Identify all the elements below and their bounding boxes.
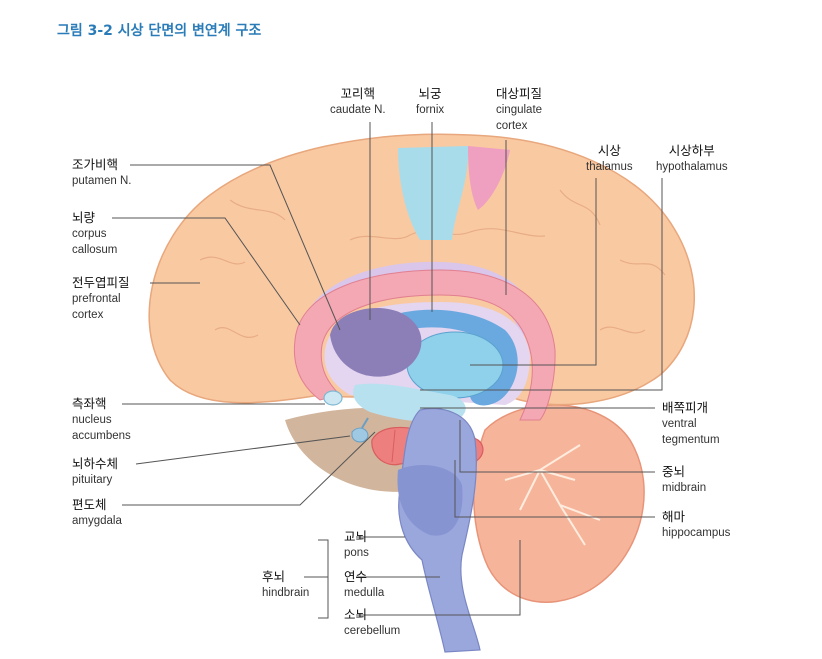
label-hippocampus-en: hippocampus: [662, 527, 731, 539]
label-pituitary-ko: 뇌하수체: [72, 456, 119, 471]
pituitary-shape: [351, 427, 369, 443]
label-medulla: 연수 medulla: [344, 569, 384, 601]
label-midbrain: 중뇌 midbrain: [662, 464, 706, 496]
label-prefrontal-en1: prefrontal: [72, 293, 121, 305]
label-medulla-ko: 연수: [344, 569, 368, 584]
label-hippocampus: 해마 hippocampus: [662, 509, 730, 541]
label-hypothalamus: 시상하부 hypothalamus: [656, 143, 728, 175]
label-putamen-en: putamen N.: [72, 175, 132, 187]
label-fornix-en: fornix: [416, 104, 445, 116]
label-corpus: 뇌량 corpus callosum: [72, 210, 117, 258]
label-putamen-ko: 조가비핵: [72, 157, 119, 172]
label-accumbens-en2: accumbens: [72, 430, 131, 442]
label-thalamus-ko: 시상: [597, 143, 621, 158]
figure-title: 그림 3-2 시상 단면의 변연계 구조: [57, 23, 262, 39]
label-accumbens: 측좌핵 nucleus accumbens: [72, 396, 131, 444]
label-pons-ko: 교뇌: [344, 529, 368, 544]
label-hypothalamus-en: hypothalamus: [656, 161, 728, 173]
label-pons: 교뇌 pons: [344, 529, 369, 561]
label-pons-en: pons: [344, 547, 369, 559]
label-corpus-ko: 뇌량: [72, 210, 96, 225]
label-prefrontal: 전두엽피질 prefrontal cortex: [72, 275, 130, 323]
cerebellum-arbor: [504, 444, 601, 546]
label-medulla-en: medulla: [344, 587, 385, 599]
label-hindbrain: 후뇌 hindbrain: [262, 569, 309, 601]
label-ventral: 배쪽피개 ventral tegmentum: [662, 400, 720, 448]
label-cerebellum-ko: 소뇌: [344, 607, 368, 622]
label-caudate-ko: 꼬리핵: [340, 86, 376, 101]
label-thalamus-en: thalamus: [586, 161, 633, 173]
leader-lines: [112, 122, 663, 619]
accumbens-shape: [323, 390, 343, 406]
label-midbrain-ko: 중뇌: [662, 464, 686, 479]
label-cerebellum-en: cerebellum: [344, 625, 401, 637]
label-pituitary: 뇌하수체 pituitary: [72, 456, 118, 488]
label-fornix: 뇌궁 fornix: [416, 86, 444, 118]
fornix-shape: [380, 309, 518, 406]
label-cingulate-en1: cingulate: [496, 104, 543, 116]
label-pituitary-en: pituitary: [72, 474, 113, 486]
caudate-shape: [330, 307, 422, 377]
label-prefrontal-en2: cortex: [72, 309, 104, 321]
label-corpus-en1: corpus: [72, 228, 107, 240]
label-fornix-ko: 뇌궁: [418, 86, 442, 101]
label-ventral-en1: ventral: [662, 418, 697, 430]
label-cingulate-ko: 대상피질: [496, 86, 543, 101]
label-cerebellum: 소뇌 cerebellum: [344, 607, 400, 639]
label-caudate: 꼬리핵 caudate N.: [330, 86, 386, 118]
label-amygdala-en: amygdala: [72, 515, 122, 527]
label-midbrain-en: midbrain: [662, 482, 707, 494]
pons-bulge: [397, 465, 463, 536]
label-cingulate: 대상피질 cingulate cortex: [496, 86, 542, 134]
label-corpus-en2: callosum: [72, 244, 118, 256]
pink-region: [468, 146, 510, 210]
label-caudate-en: caudate N.: [330, 104, 386, 116]
label-thalamus: 시상 thalamus: [586, 143, 633, 175]
label-accumbens-ko: 측좌핵: [72, 396, 107, 411]
label-accumbens-en1: nucleus: [72, 414, 112, 426]
label-hindbrain-en: hindbrain: [262, 587, 310, 599]
label-amygdala: 편도체 amygdala: [72, 497, 122, 529]
corpus-callosum: [293, 269, 556, 421]
label-ventral-ko: 배쪽피개: [662, 400, 709, 415]
label-amygdala-ko: 편도체: [72, 497, 107, 512]
label-prefrontal-ko: 전두엽피질: [72, 275, 130, 290]
label-hypothalamus-ko: 시상하부: [668, 143, 715, 158]
label-putamen: 조가비핵 putamen N.: [72, 157, 131, 189]
label-hippocampus-ko: 해마: [662, 509, 686, 524]
cyan-region: [398, 146, 469, 240]
label-hindbrain-ko: 후뇌: [262, 569, 286, 584]
label-ventral-en2: tegmentum: [662, 434, 720, 446]
label-cingulate-en2: cortex: [496, 120, 528, 132]
